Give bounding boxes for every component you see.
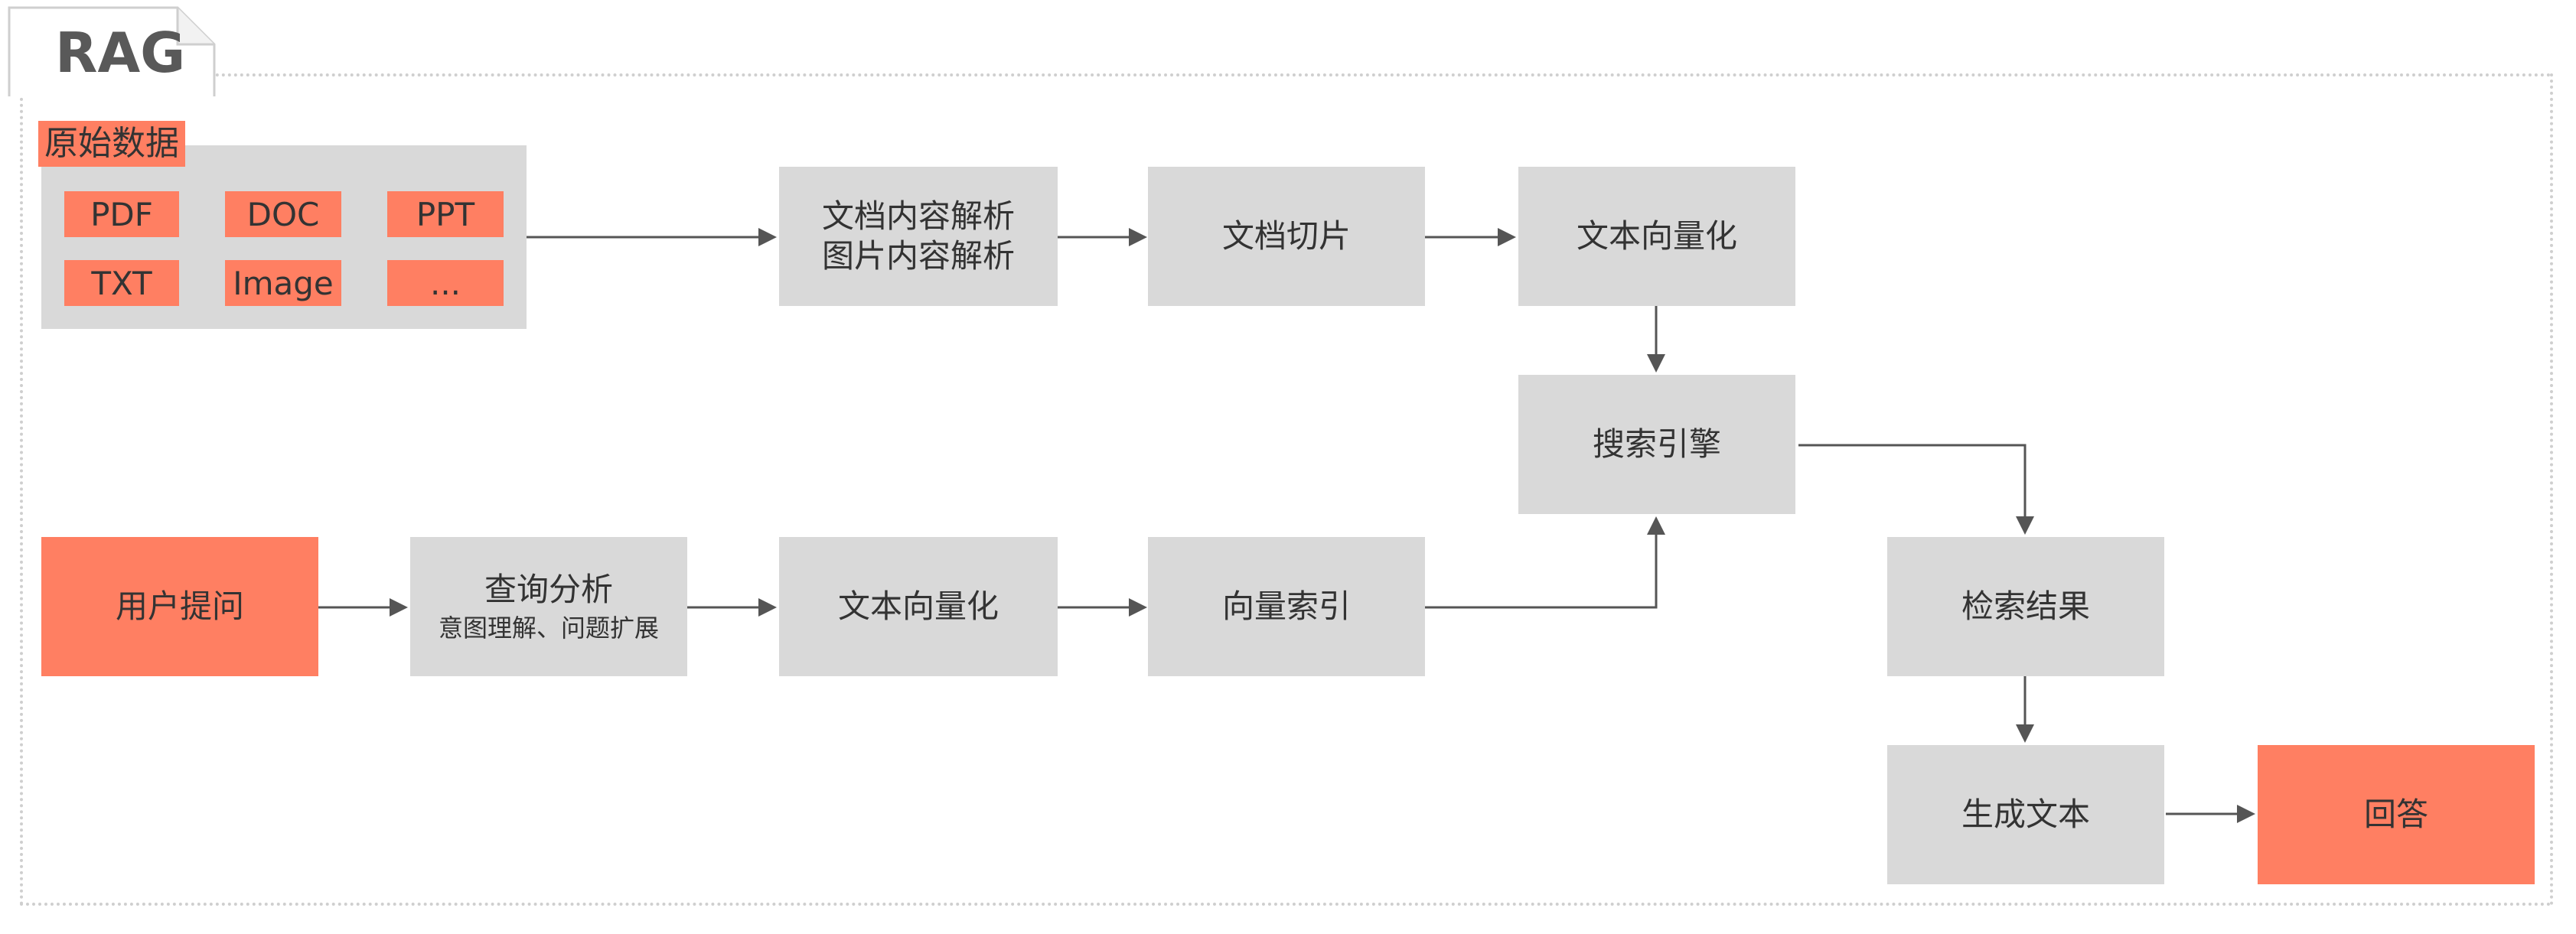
- node-text-vectorize-query-label: 文本向量化: [837, 587, 999, 625]
- chip-image: Image: [225, 260, 341, 306]
- node-search-result: 检索结果: [1887, 537, 2164, 676]
- node-generate-text: 生成文本: [1887, 745, 2164, 884]
- node-vector-index: 向量索引: [1148, 537, 1425, 676]
- node-content-parsing-line2: 图片内容解析: [821, 237, 1015, 275]
- node-document-chunking: 文档切片: [1148, 167, 1425, 306]
- node-content-parsing-line1: 文档内容解析: [821, 197, 1015, 235]
- node-document-chunking-label: 文档切片: [1221, 217, 1351, 255]
- node-query-analysis-sub: 意图理解、问题扩展: [438, 613, 659, 643]
- node-content-parsing: 文档内容解析 图片内容解析: [779, 167, 1058, 306]
- node-user-question: 用户提问: [41, 537, 318, 676]
- node-search-engine-label: 搜索引擎: [1592, 425, 1721, 463]
- title-tab: [8, 6, 216, 96]
- node-text-vectorize-query: 文本向量化: [779, 537, 1058, 676]
- node-query-analysis: 查询分析 意图理解、问题扩展: [410, 537, 687, 676]
- node-search-engine: 搜索引擎: [1518, 375, 1795, 514]
- raw-data-label: 原始数据: [38, 121, 185, 167]
- node-answer-label: 回答: [2363, 796, 2428, 833]
- chip-more: ...: [387, 260, 504, 306]
- chip-txt: TXT: [64, 260, 179, 306]
- chip-doc: DOC: [225, 191, 341, 237]
- node-text-vectorize-doc: 文本向量化: [1518, 167, 1795, 306]
- node-user-question-label: 用户提问: [115, 587, 244, 625]
- chip-pdf: PDF: [64, 191, 179, 237]
- node-vector-index-label: 向量索引: [1221, 587, 1351, 625]
- node-query-analysis-label: 查询分析: [484, 571, 613, 608]
- diagram-title: RAG: [55, 21, 186, 85]
- node-text-vectorize-doc-label: 文本向量化: [1576, 217, 1737, 255]
- node-search-result-label: 检索结果: [1961, 587, 2090, 625]
- node-answer: 回答: [2258, 745, 2535, 884]
- chip-ppt: PPT: [387, 191, 504, 237]
- node-generate-text-label: 生成文本: [1961, 796, 2090, 833]
- arrow-index-to-search: [1425, 516, 1665, 609]
- diagram-frame: [20, 73, 2553, 906]
- arrow-search-to-result: [1798, 444, 2034, 535]
